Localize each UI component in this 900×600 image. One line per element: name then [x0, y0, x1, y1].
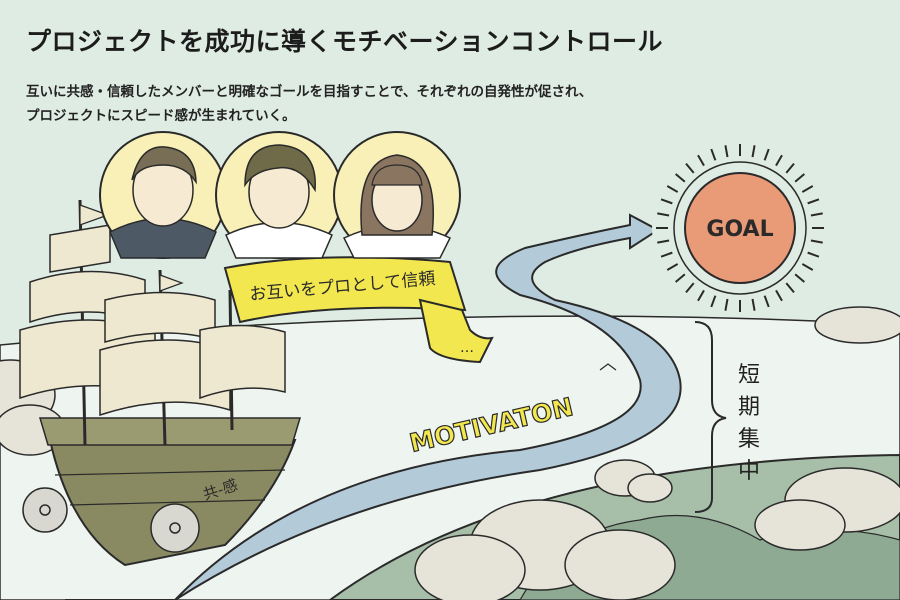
portrait-left — [99, 131, 227, 259]
short-term-focus-label: 短 期 集 中 — [737, 360, 761, 488]
sun-ray — [801, 185, 814, 193]
sun-ray — [807, 198, 820, 205]
sun-ray — [785, 163, 795, 174]
sun-ray — [763, 148, 770, 161]
goal-sun — [652, 140, 828, 316]
sun-ray — [724, 298, 729, 311]
sun-ray — [710, 295, 717, 308]
sun-ray — [710, 148, 717, 161]
sun-ray — [775, 154, 783, 167]
vertical-char: 短 — [737, 363, 760, 388]
page-title: プロジェクトを成功に導くモチベーションコントロール — [26, 27, 664, 56]
sun-ray — [666, 185, 679, 193]
sun-ray — [685, 282, 695, 293]
sun-ray — [794, 173, 805, 183]
sun-ray — [675, 273, 686, 283]
goal-label: GOAL — [706, 217, 773, 242]
sun-ray — [810, 212, 823, 217]
sun-ray — [657, 239, 670, 244]
sun-ray — [660, 251, 673, 258]
vertical-char: 集 — [737, 427, 760, 452]
banner-ribbon — [223, 256, 494, 364]
sun-ray — [666, 263, 679, 271]
sun-ray — [801, 263, 814, 271]
portrait-center — [215, 131, 343, 259]
sun-ray — [794, 273, 805, 283]
cloud-right-horizon — [814, 306, 900, 344]
cloud-middle — [414, 499, 676, 600]
banner-dots: … — [460, 340, 474, 356]
horizon-tuft — [599, 363, 617, 371]
sun-ray — [751, 145, 756, 158]
sun-ray — [807, 251, 820, 258]
sun-ray — [660, 198, 673, 205]
sun-ray — [775, 289, 783, 302]
sun-ray — [810, 239, 823, 244]
subtitle-line-1: 互いに共感・信頼したメンバーと明確なゴールを目指すことで、それぞれの自発性が促さ… — [26, 84, 593, 100]
sun-ray — [751, 298, 756, 311]
sun-ray — [724, 145, 729, 158]
sun-ray — [785, 282, 795, 293]
sun-ray — [697, 289, 705, 302]
subtitle-line-2: プロジェクトにスピード感が生まれていく。 — [26, 108, 296, 124]
sun-ray — [697, 154, 705, 167]
sun-ray — [763, 295, 770, 308]
brace — [694, 321, 727, 513]
vertical-char: 中 — [737, 459, 760, 484]
cloud-right-large — [754, 467, 900, 551]
cloud-right-small — [594, 459, 673, 503]
vertical-char: 期 — [737, 395, 760, 420]
sun-ray — [685, 163, 695, 174]
sun-ray — [657, 212, 670, 217]
sun-ray — [675, 173, 686, 183]
portrait-right — [333, 131, 461, 259]
ship — [19, 199, 302, 567]
